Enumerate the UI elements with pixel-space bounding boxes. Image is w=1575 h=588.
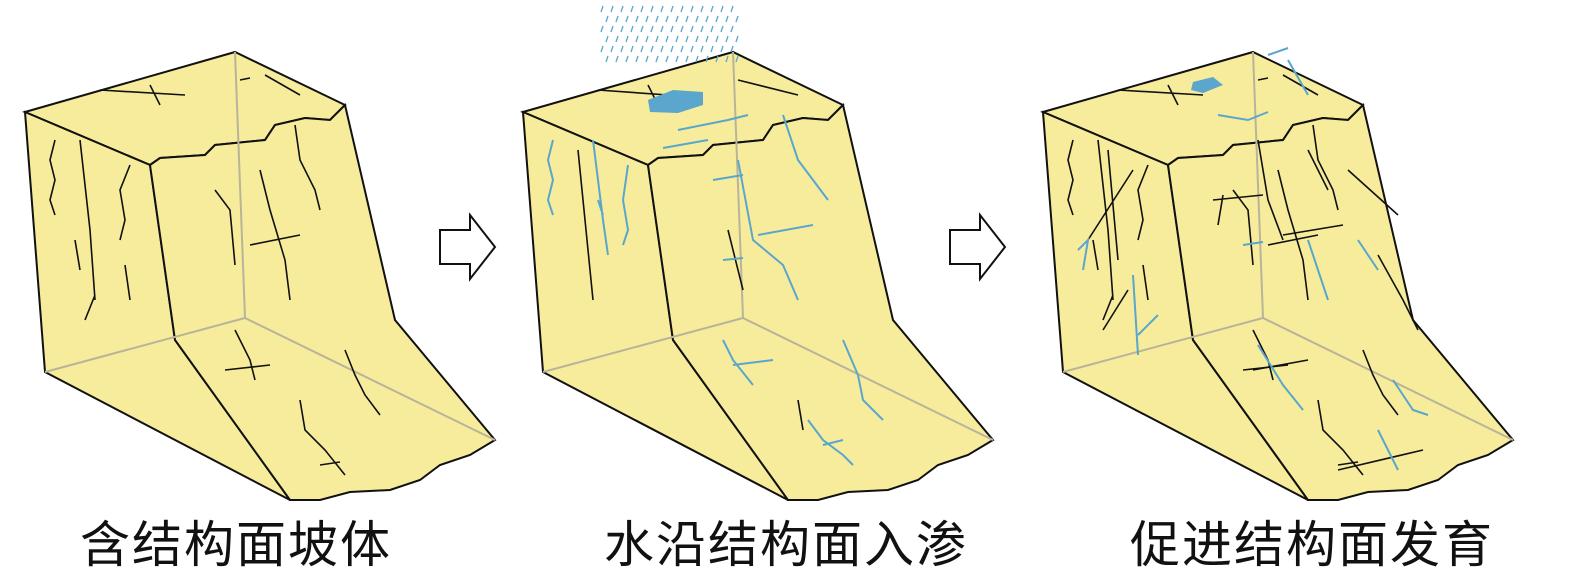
raindrop xyxy=(600,45,604,53)
raindrop xyxy=(660,5,664,13)
raindrop xyxy=(620,5,624,13)
raindrop xyxy=(645,55,649,63)
raindrop xyxy=(700,25,704,33)
raindrop xyxy=(670,45,674,53)
caption-discontinuity-development: 促进结构面发育 xyxy=(1130,516,1494,574)
raindrop xyxy=(610,45,614,53)
raindrop xyxy=(735,15,739,23)
raindrop xyxy=(650,45,654,53)
raindrop xyxy=(720,5,724,13)
raindrop xyxy=(695,55,699,63)
raindrop xyxy=(685,55,689,63)
raindrop xyxy=(730,45,734,53)
raindrop xyxy=(630,5,634,13)
raindrop xyxy=(625,55,629,63)
raindrop xyxy=(710,45,714,53)
raindrop xyxy=(725,35,729,43)
right-arrow-icon xyxy=(949,214,1006,280)
slope-block-developed-discontinuities xyxy=(1042,47,1514,501)
raindrop xyxy=(730,25,734,33)
raindrop xyxy=(615,35,619,43)
raindrop xyxy=(605,35,609,43)
raindrop xyxy=(660,45,664,53)
raindrop xyxy=(630,45,634,53)
raindrop xyxy=(675,35,679,43)
raindrop xyxy=(650,5,654,13)
raindrop xyxy=(690,5,694,13)
raindrop xyxy=(690,45,694,53)
raindrop xyxy=(625,15,629,23)
raindrop xyxy=(700,5,704,13)
raindrop xyxy=(635,15,639,23)
raindrop xyxy=(610,25,614,33)
raindrop xyxy=(600,5,604,13)
raindrop xyxy=(650,25,654,33)
raindrop xyxy=(615,55,619,63)
raindrop xyxy=(725,55,729,63)
raindrop xyxy=(620,45,624,53)
raindrop xyxy=(645,35,649,43)
raindrop xyxy=(675,55,679,63)
raindrop xyxy=(665,35,669,43)
raindrop xyxy=(710,25,714,33)
raindrop xyxy=(630,25,634,33)
raindrop xyxy=(600,25,604,33)
raindrop xyxy=(610,5,614,13)
raindrop xyxy=(735,35,739,43)
raindrop xyxy=(685,35,689,43)
raindrop xyxy=(720,25,724,33)
slope-block-with-discontinuities xyxy=(24,51,496,501)
raindrop xyxy=(695,15,699,23)
raindrop xyxy=(640,5,644,13)
raindrop xyxy=(715,35,719,43)
raindrop xyxy=(730,5,734,13)
raindrop xyxy=(715,15,719,23)
raindrop xyxy=(605,55,609,63)
raindrop xyxy=(655,55,659,63)
raindrop xyxy=(670,5,674,13)
raindrop xyxy=(700,45,704,53)
raindrop xyxy=(665,55,669,63)
caption-slope-with-discontinuities: 含结构面坡体 xyxy=(80,516,392,574)
raindrop xyxy=(635,35,639,43)
raindrop xyxy=(675,15,679,23)
raindrop xyxy=(695,35,699,43)
right-arrow-icon xyxy=(439,214,496,280)
raindrop xyxy=(655,15,659,23)
raindrop xyxy=(615,15,619,23)
raindrop xyxy=(665,15,669,23)
raindrop xyxy=(670,25,674,33)
raindrop xyxy=(635,55,639,63)
raindrop xyxy=(705,15,709,23)
raindrop xyxy=(705,35,709,43)
raindrop xyxy=(680,5,684,13)
raindrop xyxy=(720,45,724,53)
raindrop xyxy=(735,55,739,63)
raindrop xyxy=(680,45,684,53)
raindrop xyxy=(640,45,644,53)
caption-water-infiltration: 水沿结构面入渗 xyxy=(604,516,968,574)
raindrop xyxy=(620,25,624,33)
raindrop xyxy=(605,15,609,23)
slope-block-water-infiltration xyxy=(522,51,994,501)
rainfall xyxy=(600,5,739,63)
raindrop xyxy=(645,15,649,23)
raindrop xyxy=(640,25,644,33)
raindrop xyxy=(715,55,719,63)
raindrop xyxy=(725,15,729,23)
raindrop xyxy=(660,25,664,33)
raindrop xyxy=(690,25,694,33)
raindrop xyxy=(705,55,709,63)
raindrop xyxy=(655,35,659,43)
raindrop xyxy=(685,15,689,23)
raindrop xyxy=(625,35,629,43)
raindrop xyxy=(680,25,684,33)
raindrop xyxy=(710,5,714,13)
